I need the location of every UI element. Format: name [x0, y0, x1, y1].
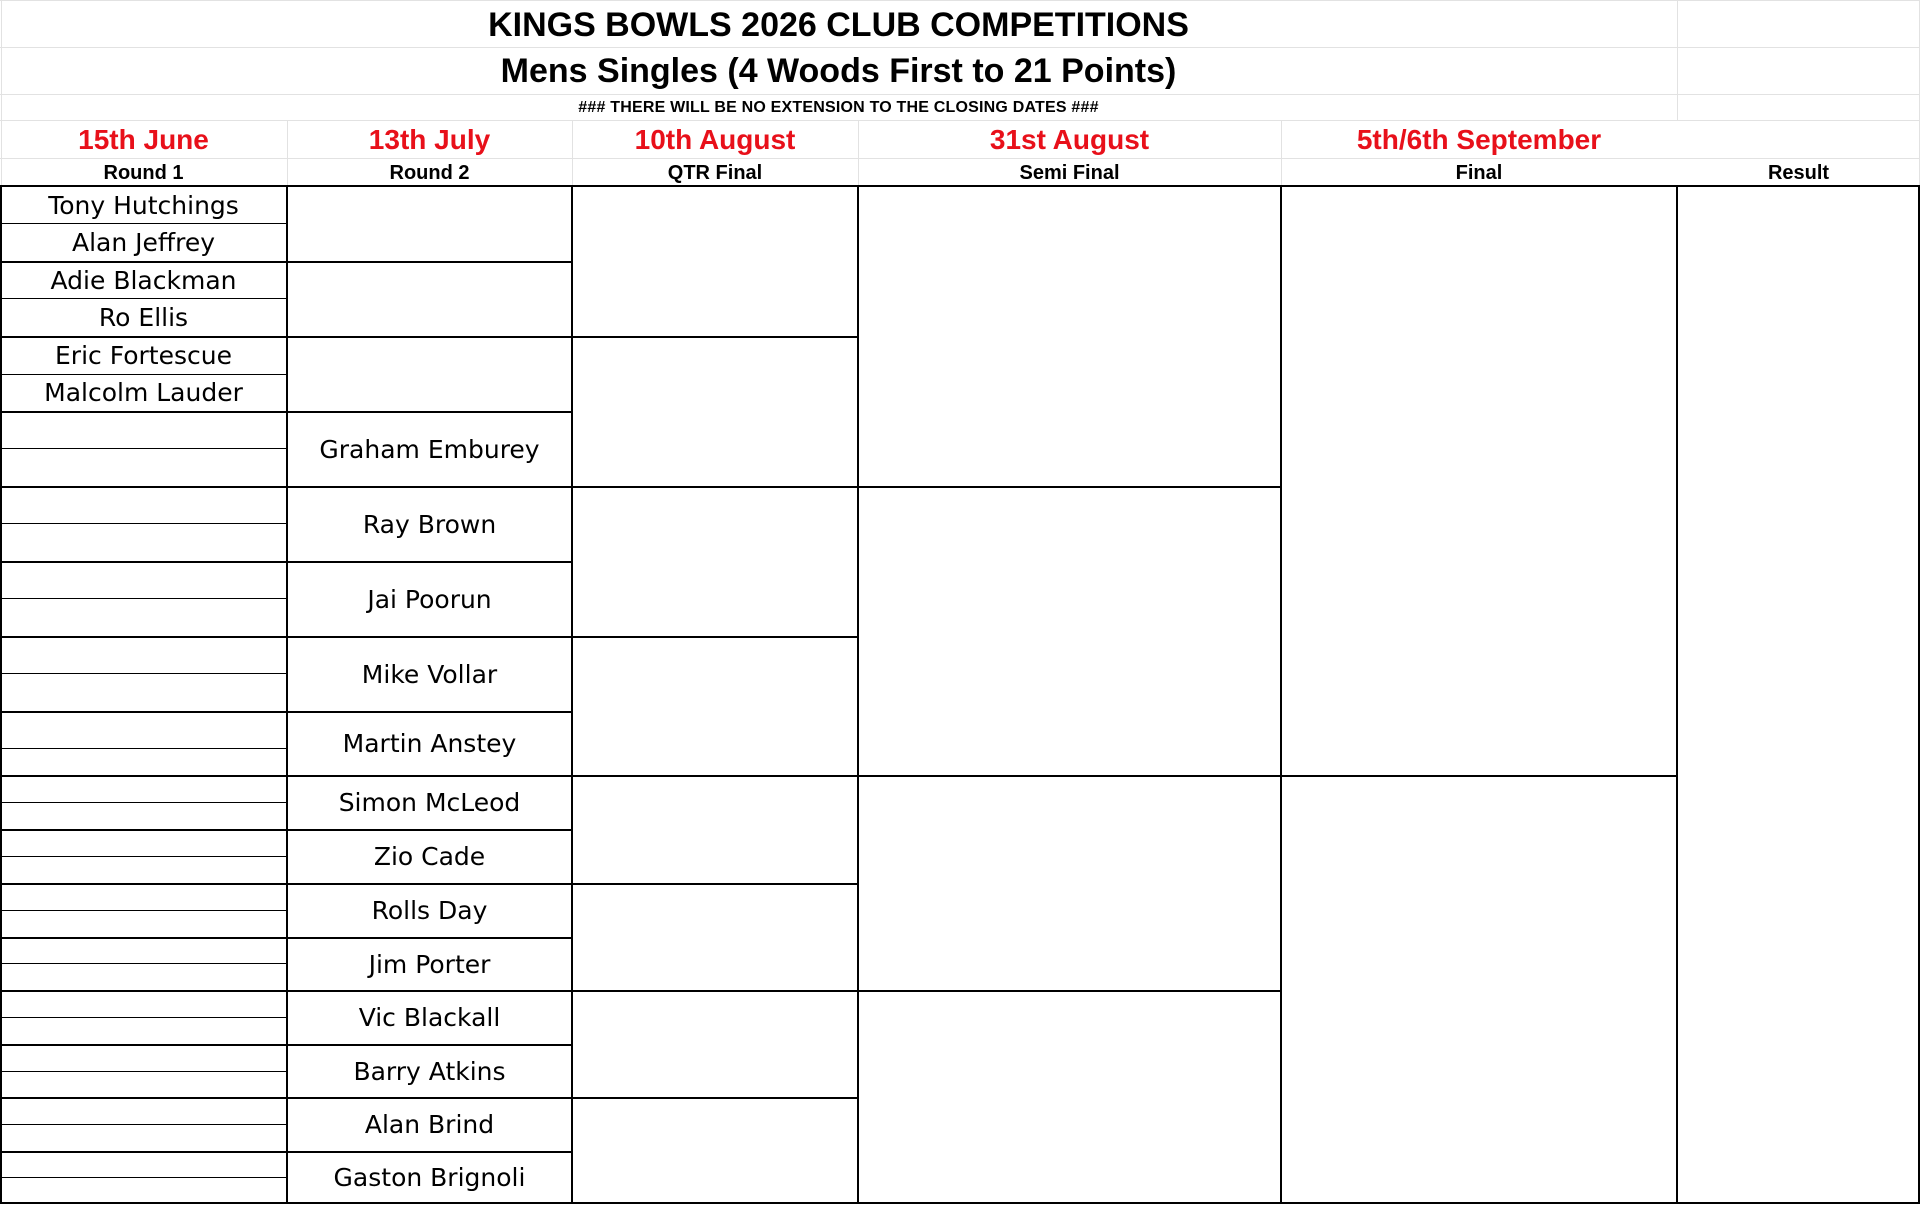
date-semi-final: 31st August: [989, 124, 1150, 155]
date-round-1: 15th June: [78, 124, 209, 155]
round-2-player: Zio Cade: [373, 842, 486, 871]
round-1-player: Ro Ellis: [98, 303, 189, 332]
bracket-bottom-border: [0, 1202, 1920, 1204]
round-label-2: Round 2: [389, 162, 470, 184]
page-subtitle: Mens Singles (4 Woods First to 21 Points…: [500, 52, 1177, 90]
round-2-player: Martin Anstey: [342, 729, 517, 758]
round-2-player: Alan Brind: [364, 1110, 495, 1139]
date-quarter-final: 10th August: [634, 124, 796, 155]
round-2-player: Jim Porter: [368, 950, 491, 979]
round-2-player: Rolls Day: [371, 896, 488, 925]
round-2-player: Vic Blackall: [358, 1003, 501, 1032]
round-2-player: Graham Emburey: [319, 435, 540, 464]
round-label-semi-final: Semi Final: [1019, 162, 1120, 184]
round-2-player: Gaston Brignoli: [333, 1163, 526, 1192]
round-1-player: Malcolm Lauder: [44, 378, 243, 407]
page-title: KINGS BOWLS 2026 CLUB COMPETITIONS: [488, 6, 1189, 44]
round-2-player: Barry Atkins: [353, 1057, 506, 1086]
round-1-player: Eric Fortescue: [55, 341, 232, 370]
bracket-top-border: [0, 185, 1920, 187]
date-final: 5th/6th September: [1356, 124, 1602, 155]
round-label-result: Result: [1767, 162, 1830, 184]
round-2-player: Simon McLeod: [338, 788, 521, 817]
round-2-player: Jai Poorun: [367, 585, 492, 614]
round-1-player: Tony Hutchings: [48, 191, 239, 220]
round-2-player: Mike Vollar: [361, 660, 498, 689]
date-round-2: 13th July: [368, 124, 491, 155]
closing-dates-notice: ### THERE WILL BE NO EXTENSION TO THE CL…: [578, 99, 1099, 116]
round-1-player: Alan Jeffrey: [71, 228, 216, 257]
round-1-player: Adie Blackman: [50, 266, 237, 295]
round-label-1: Round 1: [103, 162, 184, 184]
round-label-final: Final: [1455, 162, 1503, 184]
round-2-player: Ray Brown: [362, 510, 497, 539]
round-label-quarter-final: QTR Final: [667, 162, 763, 184]
